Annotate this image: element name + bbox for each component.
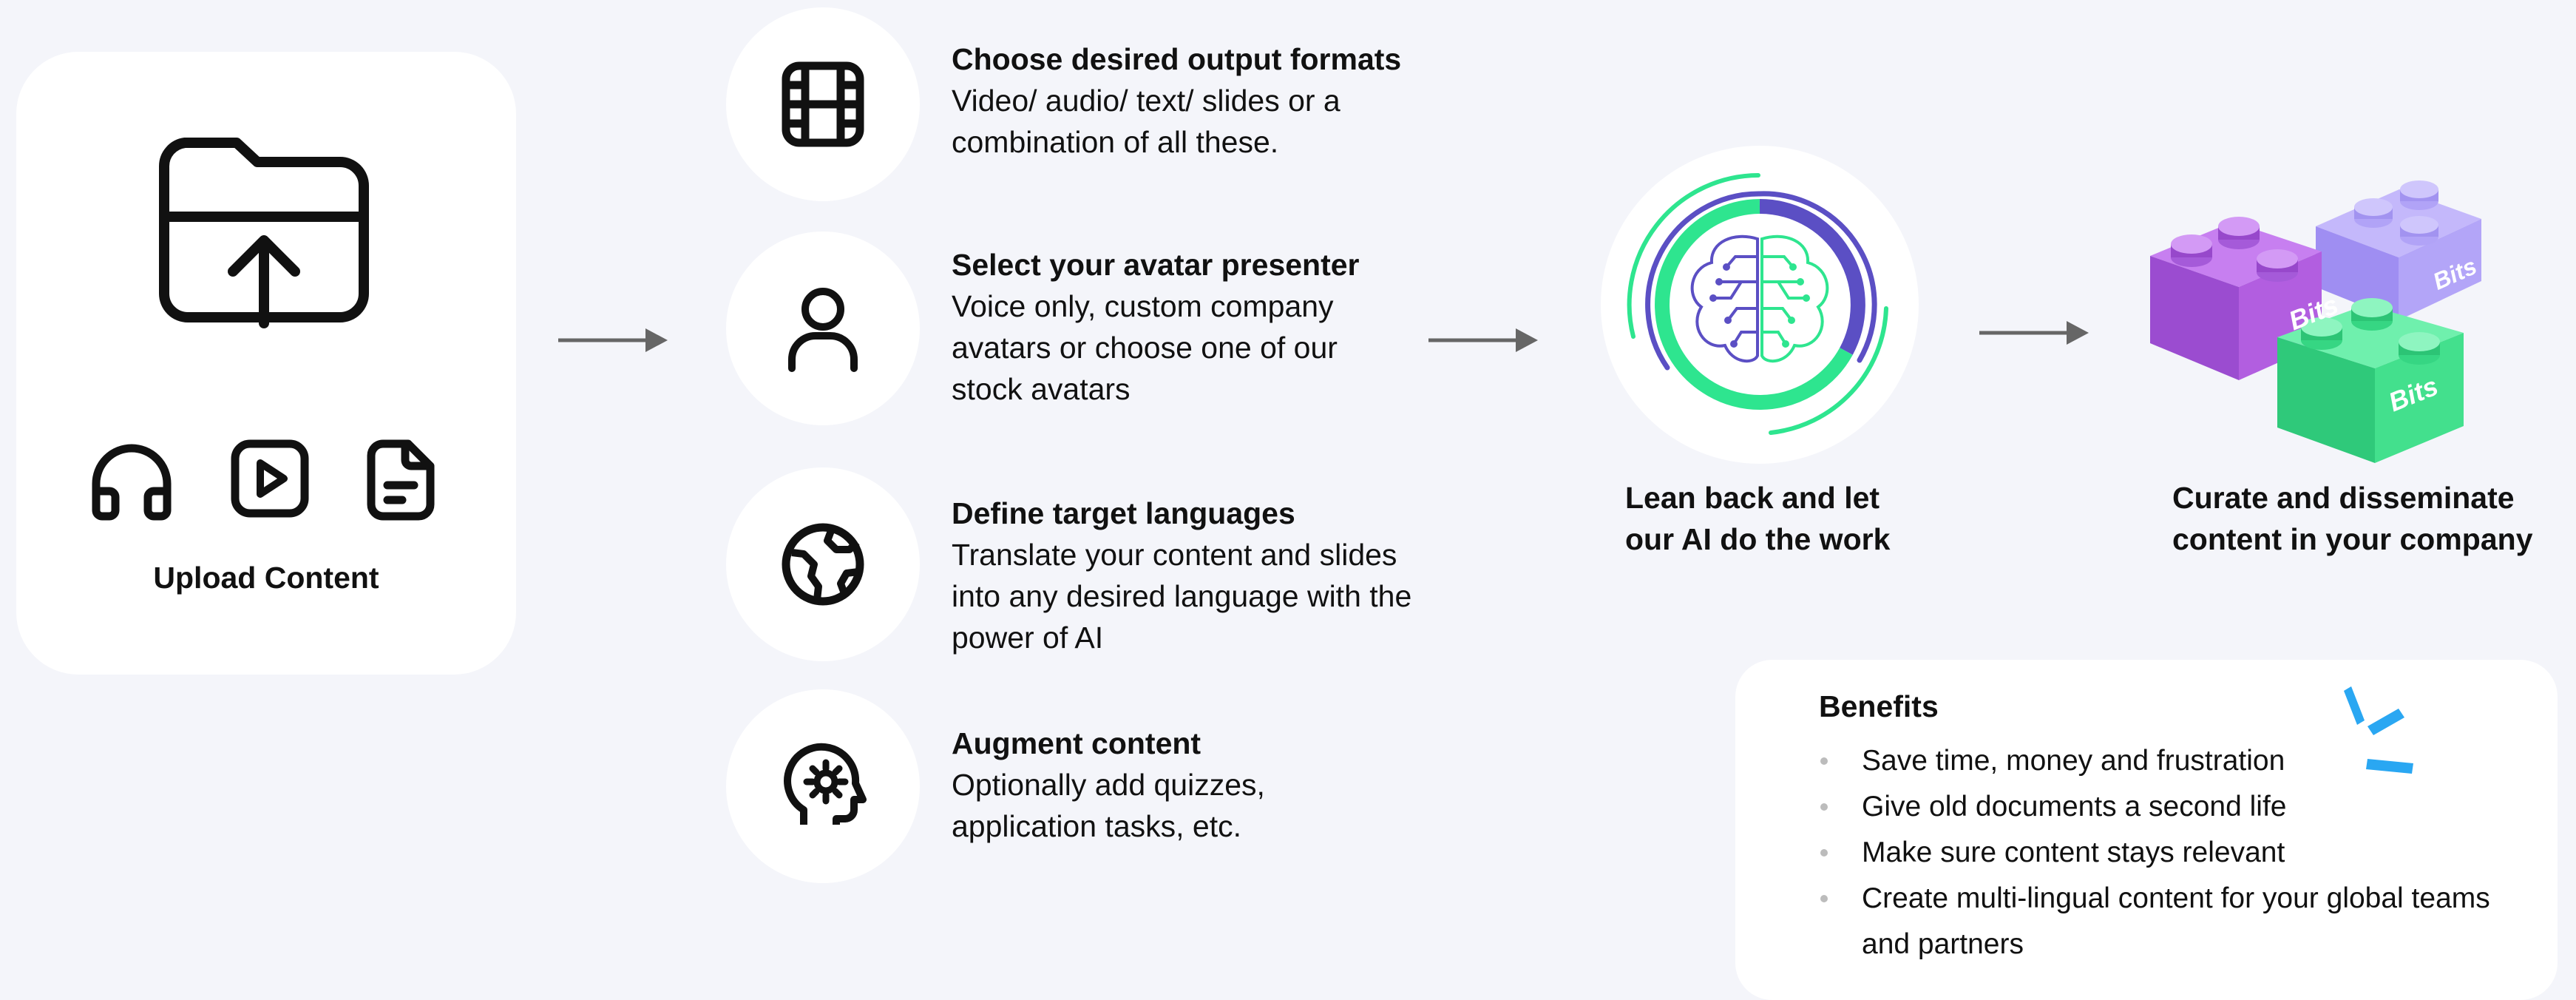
benefit-item: Give old documents a second life [1819, 784, 2529, 830]
step-languages: Define target languages Translate your c… [952, 493, 1484, 658]
ai-caption: Lean back and let our AI do the work [1625, 481, 1891, 556]
step-title: Define target languages [952, 496, 1295, 530]
step-title: Choose desired output formats [952, 42, 1402, 76]
step-description: Voice only, custom company avatars or ch… [952, 289, 1338, 406]
step-circle-languages [726, 467, 920, 661]
benefits-title: Benefits [1819, 689, 1939, 723]
folder-upload-icon [158, 138, 369, 328]
step-augment: Augment content Optionally add quizzes, … [952, 723, 1484, 847]
arrow-right-icon [1428, 328, 1538, 352]
upload-content-label: Upload Content [153, 561, 379, 595]
film-icon [782, 61, 864, 147]
curate-caption: Curate and disseminate content in your c… [2172, 481, 2533, 556]
user-icon [788, 288, 858, 372]
upload-card[interactable] [16, 52, 516, 675]
step-description: Translate your content and slides into a… [952, 538, 1412, 655]
benefits-list: Save time, money and frustration Give ol… [1819, 738, 2529, 967]
benefit-item: Make sure content stays relevant [1819, 830, 2529, 876]
sparkle-icon [2344, 686, 2413, 774]
play-icon [231, 439, 309, 518]
step-description: Video/ audio/ text/ slides or a combinat… [952, 84, 1340, 159]
head-gear-icon [784, 743, 867, 825]
step-avatar: Select your avatar presenter Voice only,… [952, 244, 1484, 410]
step-circle-avatar [726, 232, 920, 425]
benefit-item: Save time, money and frustration [1819, 738, 2529, 784]
brain-icon [1627, 173, 1888, 435]
step-circle-augment [726, 689, 920, 883]
step-formats: Choose desired output formats Video/ aud… [952, 38, 1484, 163]
benefit-item: Create multi-lingual content for your gl… [1819, 876, 2529, 967]
headphones-icon [92, 444, 172, 521]
arrow-right-icon [1979, 321, 2089, 345]
arrow-right-icon [558, 328, 668, 352]
step-title: Select your avatar presenter [952, 248, 1360, 282]
step-title: Augment content [952, 726, 1201, 760]
benefits-card [1735, 660, 2558, 1000]
step-description: Optionally add quizzes, application task… [952, 768, 1265, 843]
globe-icon [782, 523, 864, 606]
document-icon [367, 439, 435, 521]
ai-circle [1601, 146, 1919, 464]
bits-bricks-icon [2150, 180, 2481, 463]
step-circle-formats [726, 7, 920, 201]
